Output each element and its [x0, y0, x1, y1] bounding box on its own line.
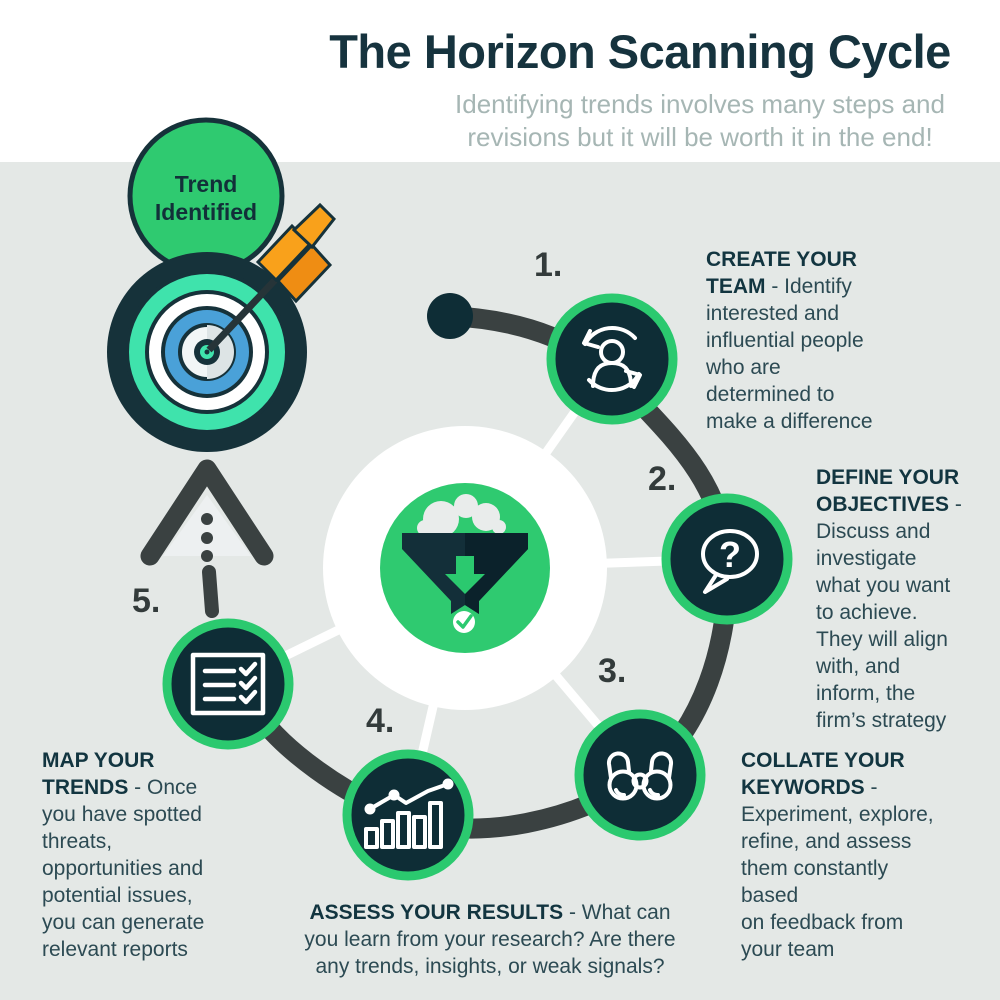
step-3-circle — [574, 709, 706, 841]
step-5-number: 5. — [132, 582, 161, 620]
funnel-filter-icon — [402, 494, 528, 633]
step-4-circle — [342, 749, 474, 881]
step-5-body: - Once you have spotted threats, opportu… — [42, 776, 205, 961]
target-arrow-icon — [107, 202, 337, 452]
bar-chart-icon — [364, 778, 454, 849]
step-2-description: DEFINE YOUR OBJECTIVES - Discuss and inv… — [816, 464, 1000, 734]
step-2-number: 2. — [648, 460, 677, 498]
step-4-description: ASSESS YOUR RESULTS - What can you learn… — [280, 899, 700, 980]
question-bubble-icon — [701, 529, 759, 594]
step-3-number: 3. — [598, 652, 627, 690]
page-title: The Horizon Scanning Cycle — [329, 25, 951, 78]
step-3-heading: COLLATE YOUR KEYWORDS — [741, 749, 905, 799]
binoculars-icon — [606, 751, 674, 801]
user-cycle-icon — [582, 325, 642, 393]
page-subtitle: Identifying trends involves many steps a… — [455, 89, 945, 152]
step-5-heading: MAP YOUR TRENDS — [42, 749, 155, 799]
step-4-number: 4. — [366, 702, 395, 740]
step-1-circle — [546, 293, 678, 425]
step-1-heading: CREATE YOUR TEAM — [706, 248, 857, 298]
step-5-circle — [162, 618, 294, 750]
step-1-number: 1. — [534, 246, 563, 284]
step-2-heading: DEFINE YOUR OBJECTIVES — [816, 466, 960, 516]
step-4-body: - What can you learn from your research?… — [304, 901, 676, 978]
svg-text:?: ? — [719, 534, 741, 575]
step-2-body: - Discuss and investigate what you want … — [816, 493, 962, 732]
step-2-circle: ? — [661, 493, 793, 625]
chevron-up-icon — [140, 459, 274, 618]
step-3-description: COLLATE YOUR KEYWORDS - Experiment, expl… — [741, 747, 996, 963]
step-4-heading: ASSESS YOUR RESULTS — [309, 901, 564, 924]
cycle-start-dot — [427, 293, 473, 339]
step-5-description: MAP YOUR TRENDS - Once you have spotted … — [42, 747, 262, 963]
trend-identified-label: Trend Identified — [154, 171, 258, 225]
checklist-icon — [190, 652, 266, 716]
step-3-body: - Experiment, explore, refine, and asses… — [741, 776, 934, 961]
step-1-description: CREATE YOUR TEAM - Identify interested a… — [706, 246, 956, 435]
step-1-body: - Identify interested and influential pe… — [706, 275, 873, 433]
